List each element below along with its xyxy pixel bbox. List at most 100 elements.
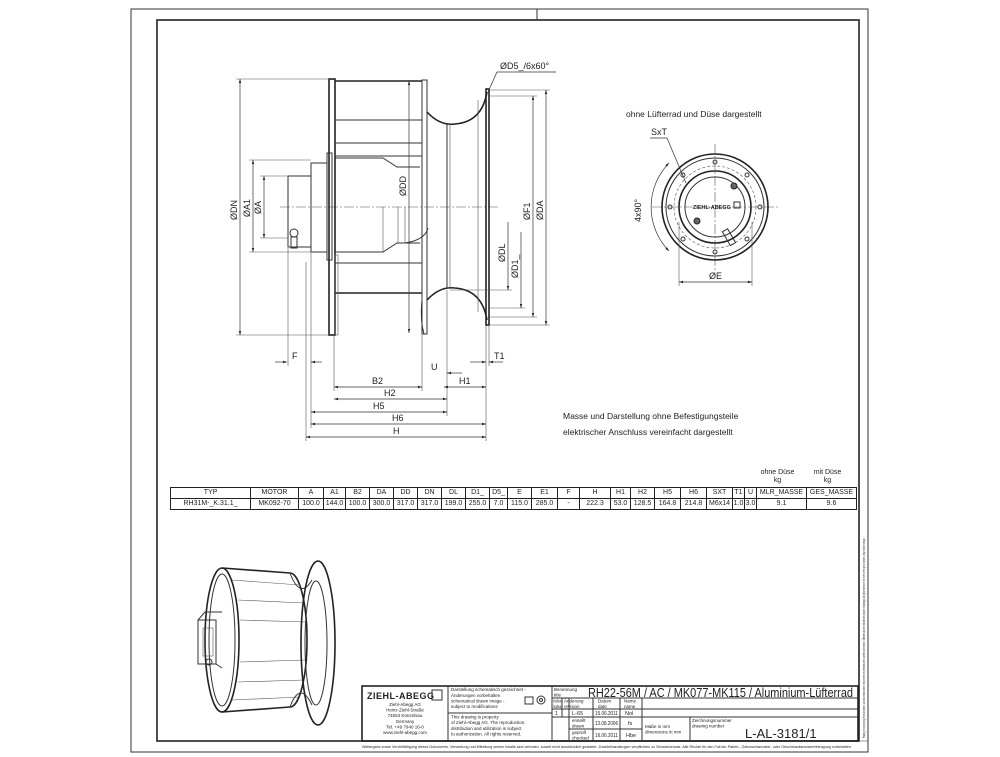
address-line: 74653 Künzelsau bbox=[388, 713, 423, 718]
revision-index: 1 bbox=[555, 711, 558, 717]
weld-seam bbox=[334, 254, 339, 336]
table-header-cell: H2 bbox=[630, 487, 655, 499]
table-cell: 115.0 bbox=[507, 498, 532, 510]
table-cell: 285.0 bbox=[531, 498, 558, 510]
logo-mark-icon bbox=[733, 201, 741, 209]
label-dn: ØDN bbox=[229, 200, 239, 220]
revision-change: L-65 bbox=[572, 711, 583, 717]
table-header-cell: D5_ bbox=[489, 487, 508, 499]
checked-date: 16.06.2011 bbox=[595, 733, 618, 739]
units-note: dimensions in mm bbox=[645, 730, 682, 735]
table-header-cell: H6 bbox=[680, 487, 707, 499]
label-h2: H2 bbox=[384, 388, 396, 398]
label-sxt: SxT bbox=[651, 127, 668, 137]
title-label: Benennung bbox=[554, 687, 578, 692]
label-a: ØA bbox=[253, 201, 263, 214]
footer-legal: Weitergabe sowie Vervielfältigung dieses… bbox=[362, 744, 852, 749]
label-h5: H5 bbox=[373, 401, 385, 411]
mass-header-unit: kg bbox=[773, 477, 782, 484]
cable-outlet bbox=[721, 228, 737, 247]
table-cell: 317.0 bbox=[393, 498, 418, 510]
rev-header: Änderung bbox=[564, 698, 584, 704]
address-line: www.ziehl-abegg.com bbox=[383, 730, 427, 735]
terminal-box bbox=[287, 175, 312, 248]
table-header-cell: H1 bbox=[610, 487, 631, 499]
label-d1: ØD1_ bbox=[510, 253, 520, 278]
angle-arc bbox=[650, 162, 670, 252]
bolt-holes bbox=[667, 159, 763, 255]
cable-gland bbox=[289, 228, 299, 238]
checked-label: checked bbox=[572, 735, 589, 740]
table-header-cell: F bbox=[557, 487, 580, 499]
address-line: Ziehl-Abegg AG bbox=[389, 702, 421, 707]
drawn-label: drawn bbox=[572, 723, 585, 728]
side-view: ohne Lüfterrad und Düse dargestellt ZIEH… bbox=[626, 109, 778, 286]
drawing-number-label: Zeichnungsnummer bbox=[692, 718, 732, 723]
table-header-cell: MLR_MASSE bbox=[756, 487, 807, 499]
table-cell: M6x14 bbox=[706, 498, 733, 510]
table-cell: 164.8 bbox=[654, 498, 681, 510]
disclaimer-en: subject to modifications bbox=[451, 704, 499, 709]
side-legal: Passing on and copying of this document,… bbox=[861, 538, 866, 738]
motor-housing bbox=[310, 162, 328, 253]
table-cell: 255.0 bbox=[465, 498, 490, 510]
drawn-date: 13.08.2006 bbox=[595, 721, 618, 727]
table-header-cell: B2 bbox=[345, 487, 370, 499]
motor-box bbox=[197, 619, 217, 665]
label-b2: B2 bbox=[372, 376, 383, 386]
logo-mark-icon bbox=[431, 689, 443, 701]
table-header-cell: U bbox=[744, 487, 757, 499]
d5-leader bbox=[487, 71, 556, 93]
address-line: Heinz-Ziehl-Straße bbox=[386, 708, 424, 713]
address-line: Tel. +49 7940 16-0 bbox=[386, 724, 424, 729]
back-plate bbox=[328, 78, 336, 336]
table-header-cell: GES_MASSE bbox=[806, 487, 857, 499]
mass-header-label: mit Düse bbox=[813, 469, 842, 476]
table-header-cell: TYP bbox=[170, 487, 251, 499]
rev-header: index bbox=[553, 704, 562, 709]
label-f: F bbox=[292, 351, 298, 361]
hub-top bbox=[335, 157, 420, 168]
table-cell: RH31M-_K.31.1_ bbox=[170, 498, 251, 510]
rev-header: Index bbox=[553, 699, 562, 704]
label-d5: ØD5_/6x60° bbox=[500, 61, 550, 71]
table-header-cell: E bbox=[507, 487, 532, 499]
mass-header-unit: kg bbox=[823, 477, 832, 484]
table-cell: 3.0 bbox=[744, 498, 757, 510]
nozzle-flange bbox=[485, 88, 490, 326]
drawing-number-label: drawing number bbox=[692, 724, 725, 729]
title-block: ZIEHL-ABEGG Ziehl-Abegg AG Heinz-Ziehl-S… bbox=[361, 685, 859, 742]
label-h: H bbox=[393, 426, 400, 436]
revision-name: Nol bbox=[625, 711, 633, 717]
drawing-title: RH22-56M / AC / MK077-MK115 / Aluminium-… bbox=[588, 685, 853, 700]
table-cell: 9.1 bbox=[756, 498, 807, 510]
table-cell: 53.0 bbox=[610, 498, 631, 510]
table-header-cell: D1_ bbox=[465, 487, 490, 499]
drawing-number: L-AL-3181/1 bbox=[745, 726, 817, 741]
table-cell: 128.5 bbox=[630, 498, 655, 510]
label-f1: ØF1 bbox=[522, 202, 532, 220]
table-header-cell: H bbox=[579, 487, 611, 499]
table-cell: 214.8 bbox=[680, 498, 707, 510]
main-section-view: ØD5_/6x60° ØDN ØA1 ØA ØDD ØF1 ØDA ØDL ØD… bbox=[229, 61, 556, 441]
label-h1: H1 bbox=[459, 376, 471, 386]
property-notice: to authorization. All rights reserved. bbox=[451, 731, 521, 736]
rev-header: revision bbox=[564, 704, 580, 709]
table-cell: 100.0 bbox=[345, 498, 370, 510]
projection-symbol-icon bbox=[524, 696, 534, 705]
table-cell: 317.0 bbox=[417, 498, 442, 510]
mass-header-without-nozzle: ohne Düse kg bbox=[755, 469, 800, 485]
table-cell: 144.0 bbox=[323, 498, 346, 510]
table-cell: 300.0 bbox=[369, 498, 394, 510]
label-u: U bbox=[431, 362, 438, 372]
table-cell: 1.0 bbox=[732, 498, 745, 510]
table-header-cell: DN bbox=[417, 487, 442, 499]
side-view-logo: ZIEHL-ABEGG bbox=[693, 205, 731, 211]
shroud bbox=[421, 79, 428, 335]
table-header-cell: T1 bbox=[732, 487, 745, 499]
table-cell: MK092-70 bbox=[250, 498, 299, 510]
rev-header: Datum bbox=[598, 699, 612, 704]
